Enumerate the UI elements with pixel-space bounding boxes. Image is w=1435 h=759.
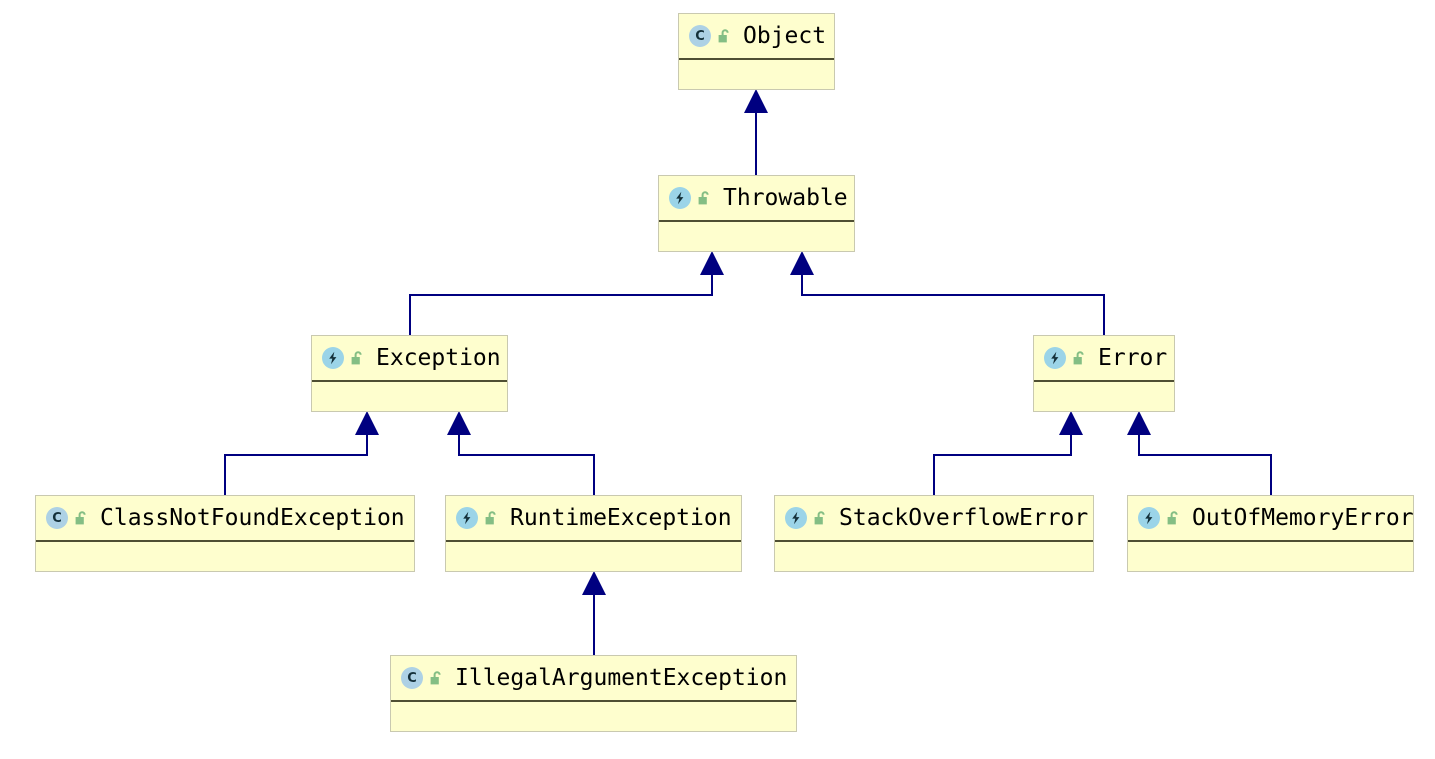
generalization-edge-exception-throwable xyxy=(409,251,724,335)
generalization-arrowhead xyxy=(1059,411,1083,435)
class-node-members-compartment xyxy=(312,382,507,411)
class-node-stackoverflowerror[interactable]: StackOverflowError xyxy=(774,495,1094,572)
generalization-edge-error-throwable xyxy=(790,251,1105,335)
class-node-header: Throwable xyxy=(659,176,854,222)
generalization-edge-illegalargumentexception-runtimeexception xyxy=(582,571,606,655)
generalization-arrowhead xyxy=(790,251,814,275)
class-node-header: OutOfMemoryError xyxy=(1128,496,1414,542)
generalization-arrowhead xyxy=(1127,411,1151,435)
class-node-title: OutOfMemoryError xyxy=(1192,504,1414,531)
open-padlock-icon xyxy=(1164,509,1182,527)
class-node-header: C ClassNotFoundException xyxy=(36,496,414,542)
class-node-header: RuntimeException xyxy=(446,496,741,542)
exception-icon xyxy=(1138,507,1160,529)
class-icon: C xyxy=(46,507,68,529)
class-node-header: Error xyxy=(1034,336,1174,382)
generalization-edge-throwable-object xyxy=(744,89,768,175)
generalization-edge-classnotfoundexception-exception xyxy=(224,411,379,495)
class-node-title: RuntimeException xyxy=(510,504,732,531)
open-padlock-icon xyxy=(348,349,366,367)
class-node-object[interactable]: C Object xyxy=(678,13,835,90)
class-node-header: C IllegalArgumentException xyxy=(391,656,796,702)
generalization-arrowhead xyxy=(582,571,606,595)
class-node-members-compartment xyxy=(1034,382,1174,411)
open-padlock-icon xyxy=(695,189,713,207)
class-node-error[interactable]: Error xyxy=(1033,335,1175,412)
class-node-title: Error xyxy=(1098,344,1168,371)
class-node-title: Exception xyxy=(376,344,501,371)
generalization-edge-runtimeexception-exception xyxy=(447,411,595,495)
open-padlock-icon xyxy=(72,509,90,527)
class-node-members-compartment xyxy=(659,222,854,251)
class-icon: C xyxy=(689,25,711,47)
class-icon-letter: C xyxy=(695,28,705,44)
exception-icon xyxy=(456,507,478,529)
class-node-members-compartment xyxy=(391,702,796,731)
class-node-members-compartment xyxy=(679,60,834,89)
generalization-arrowhead xyxy=(447,411,471,435)
open-padlock-icon xyxy=(427,669,445,687)
exception-icon xyxy=(322,347,344,369)
class-node-title: Object xyxy=(743,22,827,49)
class-node-title: ClassNotFoundException xyxy=(100,504,405,531)
class-node-throwable[interactable]: Throwable xyxy=(658,175,855,252)
generalization-edge-outofmemoryerror-error xyxy=(1127,411,1272,495)
class-node-illegalargumentexception[interactable]: C IllegalArgumentException xyxy=(390,655,797,732)
open-padlock-icon xyxy=(715,27,733,45)
class-icon-letter: C xyxy=(52,510,62,526)
open-padlock-icon xyxy=(1070,349,1088,367)
class-node-runtimeexception[interactable]: RuntimeException xyxy=(445,495,742,572)
open-padlock-icon xyxy=(482,509,500,527)
class-node-header: StackOverflowError xyxy=(775,496,1093,542)
class-node-title: Throwable xyxy=(723,184,848,211)
class-icon: C xyxy=(401,667,423,689)
class-icon-letter: C xyxy=(407,670,417,686)
class-node-classnotfoundexception[interactable]: C ClassNotFoundException xyxy=(35,495,415,572)
class-node-members-compartment xyxy=(1128,542,1413,571)
class-node-title: StackOverflowError xyxy=(839,504,1089,531)
generalization-arrowhead xyxy=(744,89,768,113)
class-node-title: IllegalArgumentException xyxy=(455,664,788,691)
generalization-edge-stackoverflowerror-error xyxy=(933,411,1083,495)
class-node-outofmemoryerror[interactable]: OutOfMemoryError xyxy=(1127,495,1414,572)
class-node-members-compartment xyxy=(36,542,414,571)
open-padlock-icon xyxy=(811,509,829,527)
class-node-members-compartment xyxy=(446,542,741,571)
exception-icon xyxy=(785,507,807,529)
class-node-members-compartment xyxy=(775,542,1093,571)
class-node-header: Exception xyxy=(312,336,507,382)
generalization-arrowhead xyxy=(700,251,724,275)
exception-icon xyxy=(669,187,691,209)
class-node-exception[interactable]: Exception xyxy=(311,335,508,412)
exception-icon xyxy=(1044,347,1066,369)
generalization-arrowhead xyxy=(355,411,379,435)
class-node-header: C Object xyxy=(679,14,834,60)
